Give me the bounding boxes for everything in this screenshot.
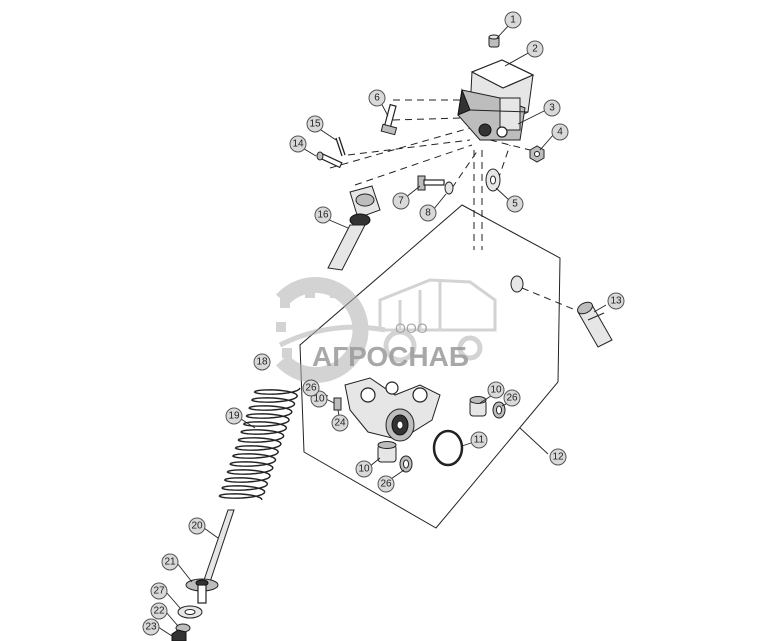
svg-text:14: 14 xyxy=(292,139,304,150)
part-21-spring-seat xyxy=(185,578,219,604)
svg-text:26: 26 xyxy=(380,479,392,490)
part-8-washer xyxy=(444,181,454,195)
part-16-rod-end xyxy=(327,185,381,271)
callout-26-bottom: 26 xyxy=(377,475,395,493)
part-6-bolt xyxy=(380,103,398,136)
svg-text:12: 12 xyxy=(552,452,564,463)
watermark-prefix: ООО xyxy=(395,320,428,336)
part-5-washer xyxy=(485,168,501,192)
part-7-bolt xyxy=(417,175,445,191)
part-23-nut xyxy=(171,629,187,641)
svg-text:8: 8 xyxy=(425,208,431,219)
svg-text:10: 10 xyxy=(490,385,502,396)
callout-15: 15 xyxy=(306,115,324,133)
callout-24: 24 xyxy=(331,414,349,432)
part-11-o-ring xyxy=(432,429,464,467)
svg-text:3: 3 xyxy=(549,103,555,114)
part-27-spacer xyxy=(177,605,203,619)
part-10-bushing-b xyxy=(377,441,397,463)
pivot-arm-body xyxy=(344,377,441,441)
callout-27: 27 xyxy=(150,582,168,600)
part-19-coil-spring xyxy=(218,387,301,501)
svg-text:26: 26 xyxy=(506,393,518,404)
callout-21: 21 xyxy=(161,553,179,571)
svg-text:16: 16 xyxy=(317,210,329,221)
part-2-bracket-housing xyxy=(457,59,535,141)
svg-text:4: 4 xyxy=(557,127,563,138)
part-13-pivot-pin xyxy=(577,301,613,348)
part-1-bushing xyxy=(488,34,500,48)
callout-3: 3 xyxy=(543,99,561,117)
callout-13: 13 xyxy=(607,292,625,310)
pivot-ring xyxy=(510,275,524,293)
svg-text:24: 24 xyxy=(334,418,346,429)
callout-10-bottom: 10 xyxy=(355,460,373,478)
callout-23: 23 xyxy=(142,618,160,636)
part-26-seal-a xyxy=(492,401,506,419)
svg-text:10: 10 xyxy=(358,464,370,475)
part-24-fitting xyxy=(333,397,342,411)
callout-8: 8 xyxy=(419,204,437,222)
part-14-pin xyxy=(316,151,343,169)
svg-text:15: 15 xyxy=(309,119,321,130)
callout-19: 19 xyxy=(225,407,243,425)
svg-text:19: 19 xyxy=(228,411,240,422)
svg-text:7: 7 xyxy=(398,196,404,207)
callout-7: 7 xyxy=(392,192,410,210)
callout-14: 14 xyxy=(289,135,307,153)
svg-text:13: 13 xyxy=(610,296,622,307)
callout-26-left: 26 xyxy=(302,379,320,397)
callout-20: 20 xyxy=(188,517,206,535)
assembly-dashed-lines xyxy=(329,99,591,317)
watermark-logo xyxy=(276,277,497,383)
part-26-seal-b xyxy=(399,455,413,473)
svg-text:20: 20 xyxy=(191,521,203,532)
svg-text:18: 18 xyxy=(256,357,268,368)
part-20-rod xyxy=(203,509,235,583)
callout-16: 16 xyxy=(314,206,332,224)
svg-text:2: 2 xyxy=(532,44,538,55)
callout-1: 1 xyxy=(504,11,522,29)
callout-26-right: 26 xyxy=(503,389,521,407)
assembly-frame-outline xyxy=(299,204,561,529)
callout-4: 4 xyxy=(551,123,569,141)
svg-text:23: 23 xyxy=(145,622,157,633)
callout-10-right: 10 xyxy=(487,381,505,399)
svg-text:22: 22 xyxy=(153,606,165,617)
svg-text:11: 11 xyxy=(474,435,485,446)
svg-text:27: 27 xyxy=(153,586,165,597)
callout-5: 5 xyxy=(506,195,524,213)
watermark-name: АГРОСНАБ xyxy=(312,341,469,372)
callout-2: 2 xyxy=(526,40,544,58)
part-15-cotter-pin xyxy=(335,136,346,157)
svg-text:26: 26 xyxy=(305,383,317,394)
svg-text:10: 10 xyxy=(313,394,325,405)
callout-6: 6 xyxy=(368,89,386,107)
callout-11: 11 xyxy=(470,431,488,449)
callout-18: 18 xyxy=(253,353,271,371)
part-10-bushing-a xyxy=(469,396,487,417)
callout-22: 22 xyxy=(150,602,168,620)
svg-text:5: 5 xyxy=(512,199,518,210)
callout-12: 12 xyxy=(549,448,567,466)
svg-text:6: 6 xyxy=(374,93,380,104)
bearing xyxy=(385,408,415,442)
svg-text:21: 21 xyxy=(164,557,176,568)
svg-text:1: 1 xyxy=(510,15,516,26)
